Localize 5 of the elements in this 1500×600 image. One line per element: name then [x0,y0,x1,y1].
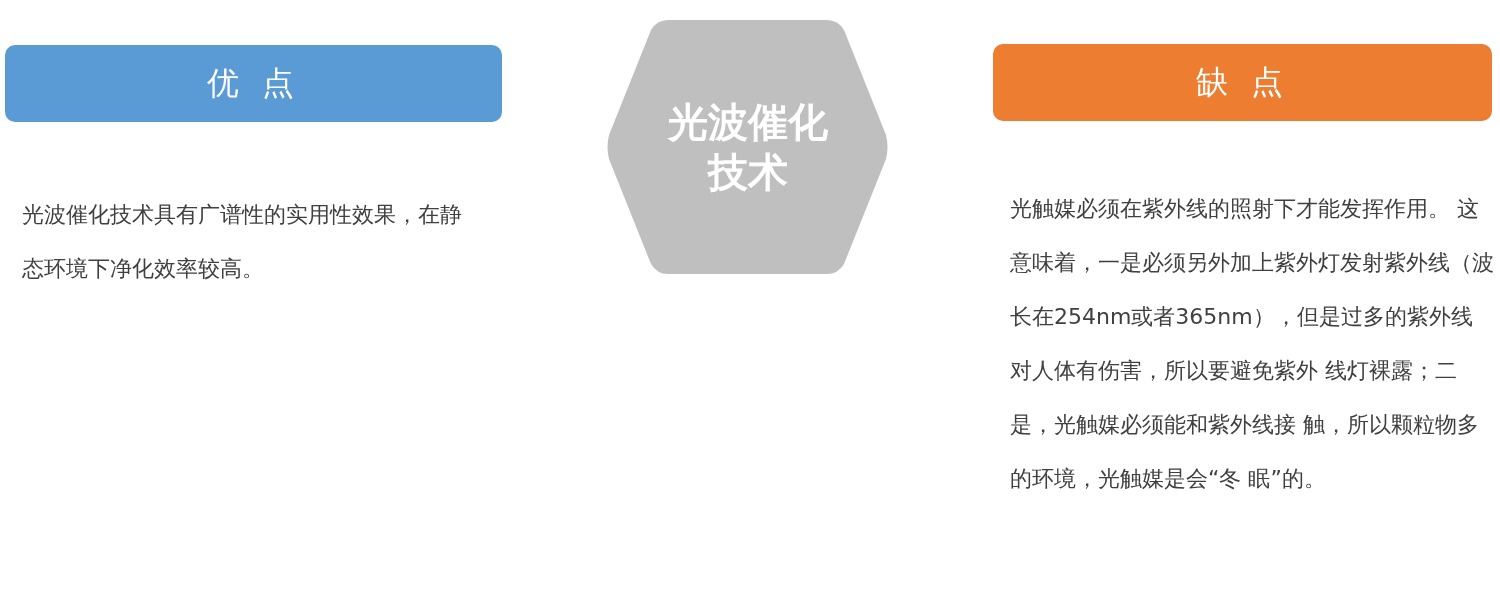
description-paragraph: 光波催化技术具有广谱性的实用性效果，在静态环境下净化效率较高。 [22,201,463,283]
header-bar: 优 点 [5,45,502,122]
header-bar: 缺 点 [993,44,1492,121]
description-paragraph: 光触媒必须在紫外线的照射下才能发挥作用。 这意味着，一是必须另外加上紫外灯发射紫外线（波长在254nm或者365nm），但是过多的紫外线对人体有伤害，所以要避免紫外 线灯裸露；二是，光触媒必须能和紫外线接 触，所以颗粒物多的环境，光触媒是会“冬 眠”的。 [1010,195,1494,493]
hexagon-title: 光波催化技术 [666,98,829,197]
